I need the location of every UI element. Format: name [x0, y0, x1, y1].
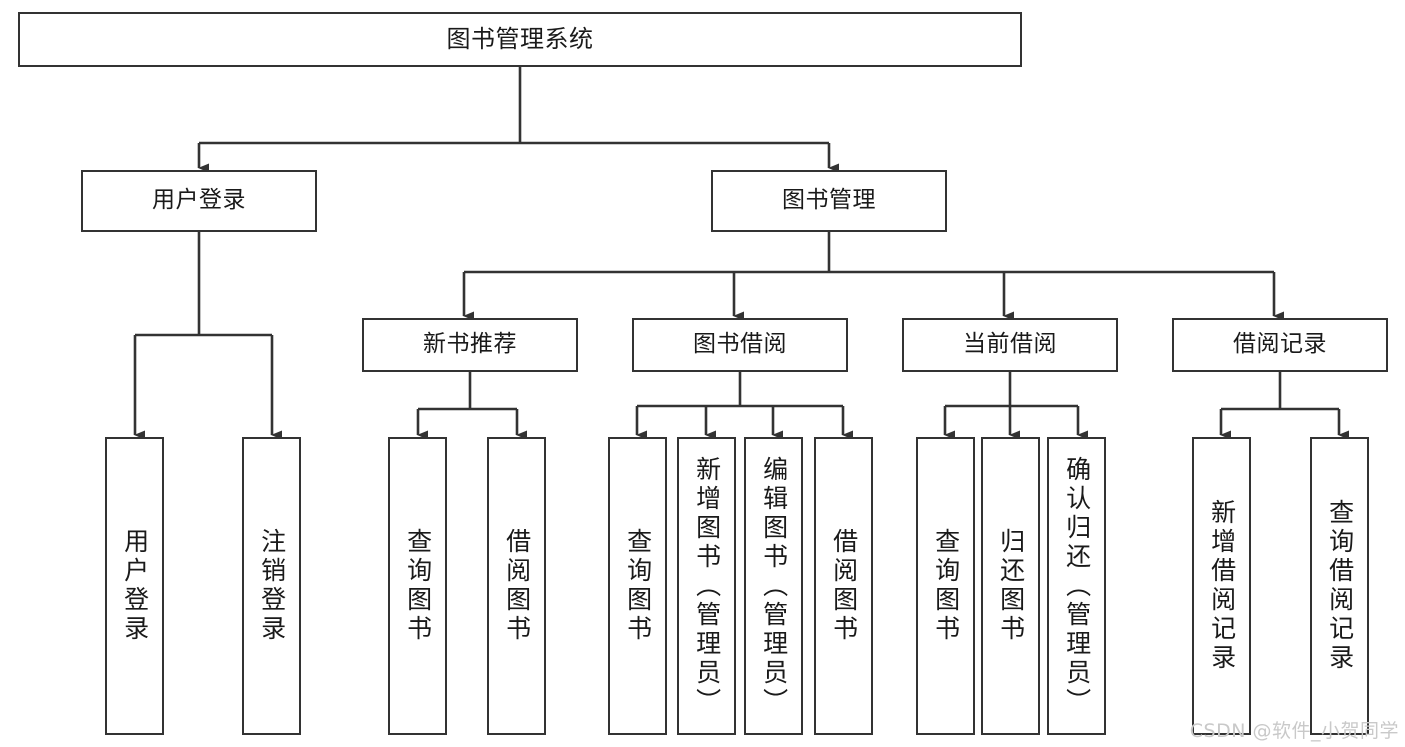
node-label: 用户登录: [152, 187, 246, 214]
watermark-csdn: CSDN @软件_小贺同学: [1189, 720, 1399, 742]
node-label: 当前借阅: [963, 331, 1057, 358]
node-bookmgmt[interactable]: 图书管理: [711, 170, 947, 232]
node-leaf-borrow-2[interactable]: 新增图书（管理员）: [677, 437, 736, 735]
node-label: 新增图书（管理员）: [692, 455, 722, 717]
node-label: 查询借阅记录: [1325, 499, 1355, 673]
node-leaf-cur-1[interactable]: 查询图书: [916, 437, 975, 735]
node-label: 图书管理系统: [446, 25, 594, 54]
node-leaf-new-1[interactable]: 查询图书: [388, 437, 447, 735]
node-label: 归还图书: [996, 528, 1026, 644]
node-leaf-borrow-4[interactable]: 借阅图书: [814, 437, 873, 735]
node-label: 新书推荐: [423, 331, 517, 358]
node-label: 确认归还（管理员）: [1062, 455, 1092, 717]
node-login[interactable]: 用户登录: [81, 170, 317, 232]
node-label: 图书管理: [782, 187, 876, 214]
node-label: 查询图书: [623, 528, 653, 644]
node-leaf-new-2[interactable]: 借阅图书: [487, 437, 546, 735]
node-leaf-login-1[interactable]: 用户登录: [105, 437, 164, 735]
node-newbook[interactable]: 新书推荐: [362, 318, 578, 372]
node-leaf-cur-3[interactable]: 确认归还（管理员）: [1047, 437, 1106, 735]
node-label: 借阅记录: [1233, 331, 1327, 358]
node-leaf-borrow-1[interactable]: 查询图书: [608, 437, 667, 735]
node-leaf-rec-1[interactable]: 新增借阅记录: [1192, 437, 1251, 735]
node-records[interactable]: 借阅记录: [1172, 318, 1388, 372]
node-leaf-login-2[interactable]: 注销登录: [242, 437, 301, 735]
node-label: 注销登录: [257, 528, 287, 644]
node-leaf-rec-2[interactable]: 查询借阅记录: [1310, 437, 1369, 735]
node-label: 查询图书: [931, 528, 961, 644]
node-borrow[interactable]: 图书借阅: [632, 318, 848, 372]
node-current[interactable]: 当前借阅: [902, 318, 1118, 372]
node-label: 用户登录: [120, 528, 150, 644]
node-label: 借阅图书: [502, 528, 532, 644]
node-label: 新增借阅记录: [1207, 499, 1237, 673]
node-label: 查询图书: [403, 528, 433, 644]
node-label: 借阅图书: [829, 528, 859, 644]
node-label: 编辑图书（管理员）: [759, 455, 789, 717]
node-leaf-cur-2[interactable]: 归还图书: [981, 437, 1040, 735]
node-leaf-borrow-3[interactable]: 编辑图书（管理员）: [744, 437, 803, 735]
node-label: 图书借阅: [693, 331, 787, 358]
node-root[interactable]: 图书管理系统: [18, 12, 1022, 67]
